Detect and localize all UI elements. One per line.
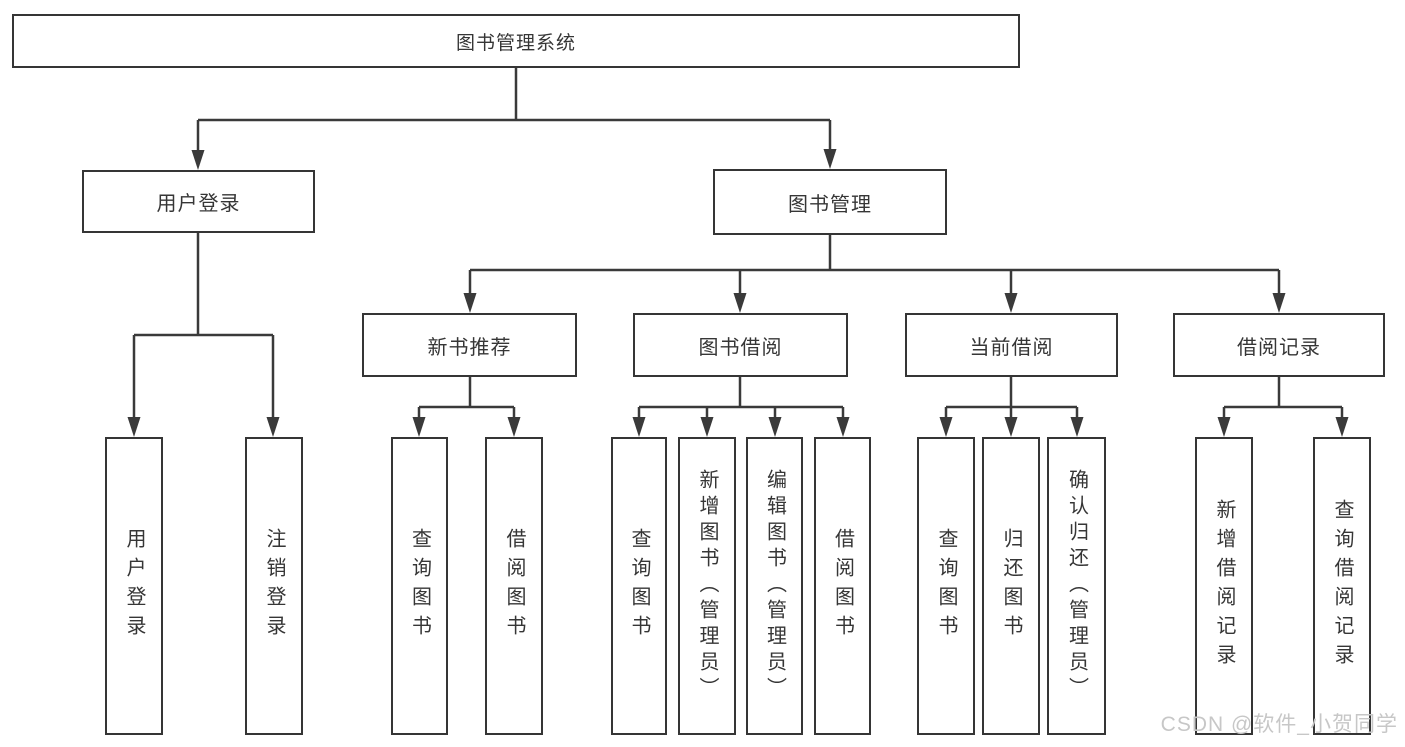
leaf-confirm-return-admin: 确认归还（管理员） bbox=[1047, 437, 1106, 735]
node-library-system: 图书管理系统 bbox=[12, 14, 1020, 68]
leaf-user-login-label: 用户登录 bbox=[123, 528, 145, 644]
node-book-borrow: 图书借阅 bbox=[633, 313, 848, 377]
leaf-return-book-label: 归还图书 bbox=[1000, 528, 1022, 644]
node-library-system-label: 图书管理系统 bbox=[455, 32, 576, 54]
node-borrow-records: 借阅记录 bbox=[1173, 313, 1385, 377]
leaf-current-query-book-label: 查询图书 bbox=[935, 528, 957, 644]
node-new-book-recommend-label: 新书推荐 bbox=[427, 336, 512, 359]
leaf-return-book: 归还图书 bbox=[982, 437, 1040, 735]
node-book-management: 图书管理 bbox=[713, 169, 947, 235]
leaf-add-borrow-record-label: 新增借阅记录 bbox=[1213, 499, 1235, 673]
connector-current-borrow bbox=[944, 377, 1079, 419]
leaf-add-book-admin-label: 新增图书（管理员） bbox=[696, 469, 718, 703]
leaf-recommend-borrow-book: 借阅图书 bbox=[485, 437, 543, 735]
connector-borrow-records bbox=[1222, 377, 1344, 419]
leaf-logout-label: 注销登录 bbox=[263, 528, 285, 644]
leaf-confirm-return-admin-label: 确认归还（管理员） bbox=[1065, 469, 1088, 703]
leaf-borrow-query-book: 查询图书 bbox=[611, 437, 667, 735]
connector-user-login bbox=[132, 233, 275, 419]
leaf-edit-book-admin: 编辑图书（管理员） bbox=[746, 437, 803, 735]
node-borrow-records-label: 借阅记录 bbox=[1237, 336, 1321, 359]
leaf-recommend-borrow-book-label: 借阅图书 bbox=[503, 528, 525, 644]
leaf-recommend-query-book: 查询图书 bbox=[391, 437, 448, 735]
node-current-borrow-label: 当前借阅 bbox=[969, 336, 1054, 359]
leaf-query-borrow-record-label: 查询借阅记录 bbox=[1331, 499, 1353, 673]
node-book-management-label: 图书管理 bbox=[788, 193, 872, 216]
node-current-borrow: 当前借阅 bbox=[905, 313, 1118, 377]
node-book-borrow-label: 图书借阅 bbox=[698, 336, 783, 359]
leaf-user-login: 用户登录 bbox=[105, 437, 163, 735]
connector-book-borrow bbox=[637, 377, 845, 419]
leaf-current-query-book: 查询图书 bbox=[917, 437, 975, 735]
leaf-borrow-book-label: 借阅图书 bbox=[831, 528, 854, 644]
leaf-recommend-query-book-label: 查询图书 bbox=[408, 528, 431, 644]
leaf-borrow-book: 借阅图书 bbox=[814, 437, 871, 735]
connector-book-management bbox=[468, 235, 1281, 295]
leaf-borrow-query-book-label: 查询图书 bbox=[628, 528, 650, 644]
leaf-logout: 注销登录 bbox=[245, 437, 303, 735]
leaf-query-borrow-record: 查询借阅记录 bbox=[1313, 437, 1371, 735]
node-user-login: 用户登录 bbox=[82, 170, 315, 233]
connector-new-book-recommend bbox=[417, 377, 516, 419]
arrowheads bbox=[127, 149, 1349, 437]
leaf-add-borrow-record: 新增借阅记录 bbox=[1195, 437, 1253, 735]
leaf-edit-book-admin-label: 编辑图书（管理员） bbox=[763, 469, 786, 703]
leaf-add-book-admin: 新增图书（管理员） bbox=[678, 437, 736, 735]
node-user-login-label: 用户登录 bbox=[156, 193, 241, 215]
connector-root bbox=[196, 68, 832, 152]
node-new-book-recommend: 新书推荐 bbox=[362, 313, 577, 377]
